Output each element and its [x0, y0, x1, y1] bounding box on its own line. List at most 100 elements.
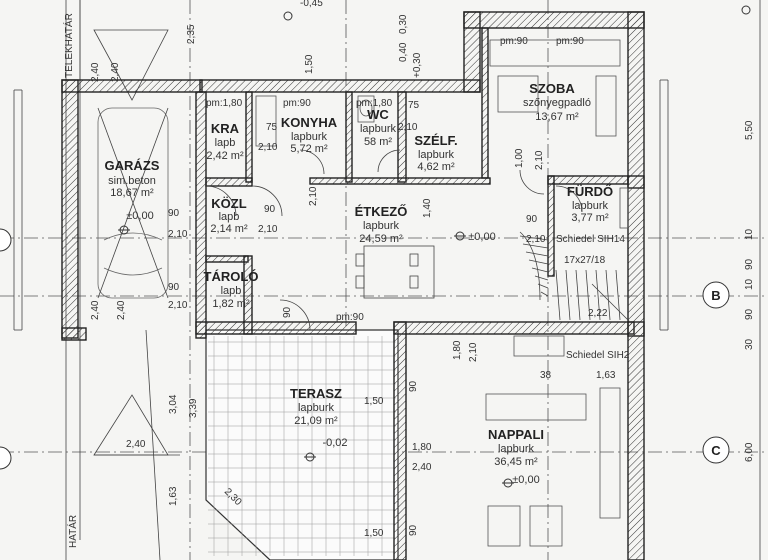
level-markers [118, 5, 751, 488]
axis-marker-c: C [702, 436, 730, 464]
svg-text:10: 10 [744, 228, 755, 240]
svg-text:1,80: 1,80 [452, 340, 463, 360]
svg-text:90: 90 [408, 524, 419, 536]
right-boundary [659, 0, 761, 560]
room-terasz: TERASZ lapburk 21,09 m² -0,02 [290, 386, 348, 449]
room-szoba: SZOBA szőnyegpadló 13,67 m² [523, 81, 591, 123]
svg-text:0,40: 0,40 [398, 42, 409, 62]
svg-text:30: 30 [744, 338, 755, 350]
svg-text:2,35: 2,35 [186, 24, 197, 44]
label-top-level: -0,45 [300, 0, 323, 9]
svg-text:90: 90 [526, 214, 538, 225]
svg-text:pm:1,80: pm:1,80 [206, 98, 243, 109]
room-konyha: KONYHA lapburk 5,72 m² [281, 115, 338, 155]
svg-text:2,10: 2,10 [308, 186, 319, 206]
room-kozl: KÖZL lapb 2,14 m² [210, 196, 248, 235]
svg-text:2,10: 2,10 [168, 300, 188, 311]
svg-text:pm:1,80: pm:1,80 [356, 98, 393, 109]
svg-text:pm:90: pm:90 [336, 312, 364, 323]
svg-text:2,10: 2,10 [258, 142, 278, 153]
stair-tread [537, 283, 549, 289]
svg-text:75: 75 [408, 100, 420, 111]
svg-text:1,80: 1,80 [412, 442, 432, 453]
stair-tread [595, 269, 601, 321]
svg-text:lapburk: lapburk [363, 220, 400, 232]
room-etkezo: ÉTKEZŐ lapburk 24,59 m² ±0,00 [355, 204, 496, 245]
svg-text:ÉTKEZŐ: ÉTKEZŐ [355, 204, 408, 219]
svg-text:90: 90 [282, 306, 293, 318]
svg-text:24,59 m²: 24,59 m² [359, 233, 403, 245]
svg-text:lapburk: lapburk [498, 443, 535, 455]
svg-text:szőnyegpadló: szőnyegpadló [523, 97, 591, 109]
svg-text:90: 90 [168, 208, 180, 219]
svg-text:18,67 m²: 18,67 m² [110, 187, 154, 199]
svg-text:2,10: 2,10 [398, 122, 418, 133]
svg-text:lapburk: lapburk [298, 402, 335, 414]
svg-text:2,42 m²: 2,42 m² [206, 150, 244, 162]
svg-text:lapburk: lapburk [360, 123, 397, 135]
svg-text:90: 90 [408, 380, 419, 392]
svg-text:FÜRDŐ: FÜRDŐ [567, 184, 613, 199]
svg-text:2,10: 2,10 [468, 342, 479, 362]
svg-text:1,63: 1,63 [168, 486, 179, 506]
label-schiedel-1: Schiedel SIH14 [556, 234, 625, 245]
svg-text:36,45 m²: 36,45 m² [494, 456, 538, 468]
svg-text:2,40: 2,40 [126, 439, 146, 450]
svg-text:3,77 m²: 3,77 m² [571, 212, 609, 224]
svg-text:GARÁZS: GARÁZS [105, 158, 160, 173]
svg-text:1,50: 1,50 [364, 528, 384, 539]
svg-text:2,10: 2,10 [258, 224, 278, 235]
svg-text:2,40: 2,40 [116, 300, 127, 320]
svg-text:+0,30: +0,30 [412, 52, 423, 78]
svg-text:KÖZL: KÖZL [211, 196, 246, 211]
svg-text:±0,00: ±0,00 [468, 231, 495, 243]
stair-tread [531, 267, 549, 273]
svg-text:TERASZ: TERASZ [290, 386, 342, 401]
svg-text:TELEKHATÁR: TELEKHATÁR [62, 13, 75, 78]
stair-tread [555, 269, 561, 321]
svg-text:TÁROLÓ: TÁROLÓ [204, 269, 259, 284]
svg-text:1,00: 1,00 [514, 148, 525, 168]
stair-tread [575, 269, 581, 321]
svg-text:C: C [711, 443, 721, 458]
svg-text:10: 10 [744, 278, 755, 290]
svg-text:21,09 m²: 21,09 m² [294, 415, 338, 427]
svg-text:lapburk: lapburk [572, 200, 609, 212]
svg-text:±0,00: ±0,00 [512, 474, 539, 486]
svg-text:WC: WC [367, 107, 389, 122]
svg-text:KONYHA: KONYHA [281, 115, 338, 130]
svg-text:58 m²: 58 m² [364, 136, 392, 148]
svg-text:2,10: 2,10 [526, 234, 546, 245]
svg-text:2,40: 2,40 [90, 300, 101, 320]
svg-text:±0,00: ±0,00 [126, 210, 153, 222]
room-szelf: SZÉLF. lapburk 4,62 m² [414, 133, 457, 173]
room-wc: WC lapburk 58 m² [360, 107, 397, 148]
svg-text:4,62 m²: 4,62 m² [417, 161, 455, 173]
svg-text:pm:90: pm:90 [283, 98, 311, 109]
stair-tread [519, 235, 549, 241]
stair-tread [615, 269, 621, 321]
svg-text:NAPPALI: NAPPALI [488, 427, 544, 442]
svg-text:sim.beton: sim.beton [108, 175, 156, 187]
svg-text:-0,02: -0,02 [322, 437, 347, 449]
svg-text:0,30: 0,30 [398, 14, 409, 34]
fixtures [255, 39, 629, 547]
svg-text:2,14 m²: 2,14 m² [210, 223, 248, 235]
svg-text:SZOBA: SZOBA [529, 81, 575, 96]
driveway-triangles [93, 29, 180, 456]
svg-text:90: 90 [264, 204, 276, 215]
svg-text:pm:90: pm:90 [556, 36, 584, 47]
svg-text:1,50: 1,50 [364, 396, 384, 407]
svg-text:13,67 m²: 13,67 m² [535, 111, 579, 123]
svg-text:lapb: lapb [219, 211, 240, 223]
svg-text:75: 75 [266, 122, 278, 133]
svg-text:pm:90: pm:90 [500, 36, 528, 47]
svg-text:38: 38 [540, 370, 552, 381]
svg-text:1,40: 1,40 [422, 198, 433, 218]
svg-text:2,40: 2,40 [90, 62, 101, 82]
svg-text:2,40: 2,40 [412, 462, 432, 473]
svg-text:HATÁR: HATÁR [66, 515, 79, 548]
walls [61, 11, 645, 560]
room-garazs: GARÁZS sim.beton 18,67 m² ±0,00 [105, 158, 160, 222]
